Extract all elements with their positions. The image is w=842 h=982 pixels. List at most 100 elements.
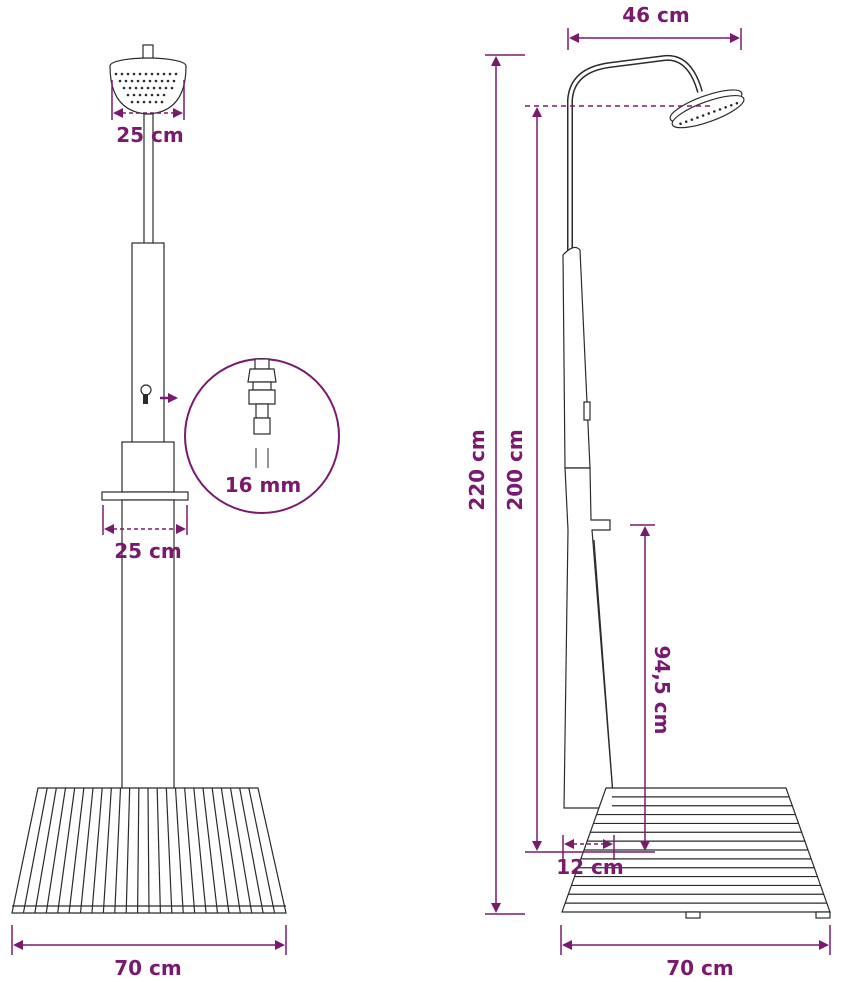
nozzle-dot — [701, 114, 705, 117]
nozzle-dot — [162, 93, 166, 97]
side-view — [561, 54, 831, 919]
slat-line — [136, 787, 140, 914]
nozzle-dot — [134, 86, 138, 90]
nozzle-dot — [168, 72, 172, 76]
slat-line — [174, 787, 184, 914]
nozzle-dot — [128, 86, 132, 90]
nozzle-dot — [684, 120, 688, 124]
label-platform-width-side: 70 cm — [666, 956, 734, 980]
nozzle-dot — [150, 72, 154, 76]
nozzle-dot — [124, 79, 128, 83]
nozzle-dot — [174, 72, 178, 76]
nozzle-dot — [172, 79, 176, 83]
nozzle-dot — [136, 100, 140, 104]
front-lower-column — [121, 499, 175, 809]
nozzle-dot — [140, 86, 144, 90]
nozzle-dot — [724, 106, 727, 109]
front-shower-head — [109, 44, 187, 115]
slat-line — [239, 787, 264, 914]
label-showerhead-diameter: 25 cm — [116, 123, 184, 147]
nozzle-dot — [148, 100, 152, 104]
nozzle-dot — [138, 93, 142, 97]
front-view — [11, 44, 287, 914]
nozzle-dot — [707, 112, 711, 115]
label-head-height: 200 cm — [503, 429, 527, 510]
nozzle-dot — [126, 72, 130, 76]
nozzle-dot — [164, 86, 168, 90]
slat-line — [102, 787, 112, 914]
side-lower-column — [563, 467, 615, 809]
nozzle-dot — [729, 104, 733, 107]
slat-line — [91, 787, 103, 914]
nozzle-dot — [142, 79, 146, 83]
front-collar — [121, 441, 175, 493]
slat-line — [184, 787, 196, 914]
nozzle-dot — [144, 93, 148, 97]
nozzle-dot — [696, 116, 699, 119]
nozzle-dot — [154, 79, 158, 83]
nozzle-dot — [160, 79, 164, 83]
slat-line — [156, 787, 162, 914]
nozzle-dot — [166, 79, 170, 83]
nozzle-dot — [136, 79, 140, 83]
slat-line — [79, 787, 94, 914]
nozzle-dot — [118, 79, 122, 83]
front-ledge — [101, 491, 189, 501]
nozzle-dot — [152, 86, 156, 90]
label-arm-reach: 46 cm — [622, 3, 690, 27]
label-platform-width-front: 70 cm — [114, 956, 182, 980]
nozzle-dot — [144, 72, 148, 76]
nozzle-dot — [690, 118, 694, 121]
slat-line — [68, 787, 85, 914]
nozzle-dot — [735, 101, 739, 105]
slat-line — [193, 787, 207, 914]
front-tap-icon — [140, 384, 152, 404]
slat-line — [57, 787, 76, 914]
nozzle-dot — [713, 110, 716, 113]
side-tap-icon — [583, 401, 591, 421]
nozzle-dot — [122, 86, 126, 90]
nozzle-dot — [130, 79, 134, 83]
label-tap-height: 94,5 cm — [650, 645, 674, 734]
nozzle-dot — [142, 100, 146, 104]
side-shower-head — [669, 89, 745, 129]
slat-line — [202, 787, 219, 914]
label-column-depth: 12 cm — [556, 855, 624, 879]
nozzle-dot — [158, 86, 162, 90]
nozzle-dot — [170, 86, 174, 90]
slat-line — [45, 787, 67, 914]
hose-connector-detail — [160, 358, 340, 514]
nozzle-dot — [138, 72, 142, 76]
side-upper-column — [562, 246, 591, 469]
connector-icon — [247, 358, 277, 435]
slat-line — [34, 787, 57, 914]
nozzle-dot — [120, 72, 124, 76]
label-total-height: 220 cm — [465, 429, 489, 510]
label-base-width: 25 cm — [114, 539, 182, 563]
slat-line — [229, 787, 253, 914]
nozzle-dot — [130, 100, 134, 104]
slat-line — [125, 787, 131, 914]
nozzle-dot — [156, 93, 160, 97]
front-upper-column — [131, 242, 165, 444]
slat-line — [248, 787, 276, 914]
nozzle-dot — [148, 79, 152, 83]
label-hose-connector: 16 mm — [225, 473, 301, 497]
nozzle-dot — [160, 100, 164, 104]
side-shower-arm — [567, 54, 703, 250]
slat-line — [165, 787, 173, 914]
slat-line — [22, 787, 48, 914]
nozzle-dot — [154, 100, 158, 104]
nozzle-dot — [162, 72, 166, 76]
nozzle-dot — [156, 72, 160, 76]
nozzle-dot — [150, 93, 154, 97]
nozzle-dot — [132, 93, 136, 97]
slat-line — [147, 787, 150, 914]
slat-line — [114, 787, 122, 914]
nozzle-dot — [718, 108, 722, 111]
front-platform — [11, 787, 287, 914]
front-dimensions — [11, 80, 287, 955]
side-platform — [561, 787, 831, 919]
